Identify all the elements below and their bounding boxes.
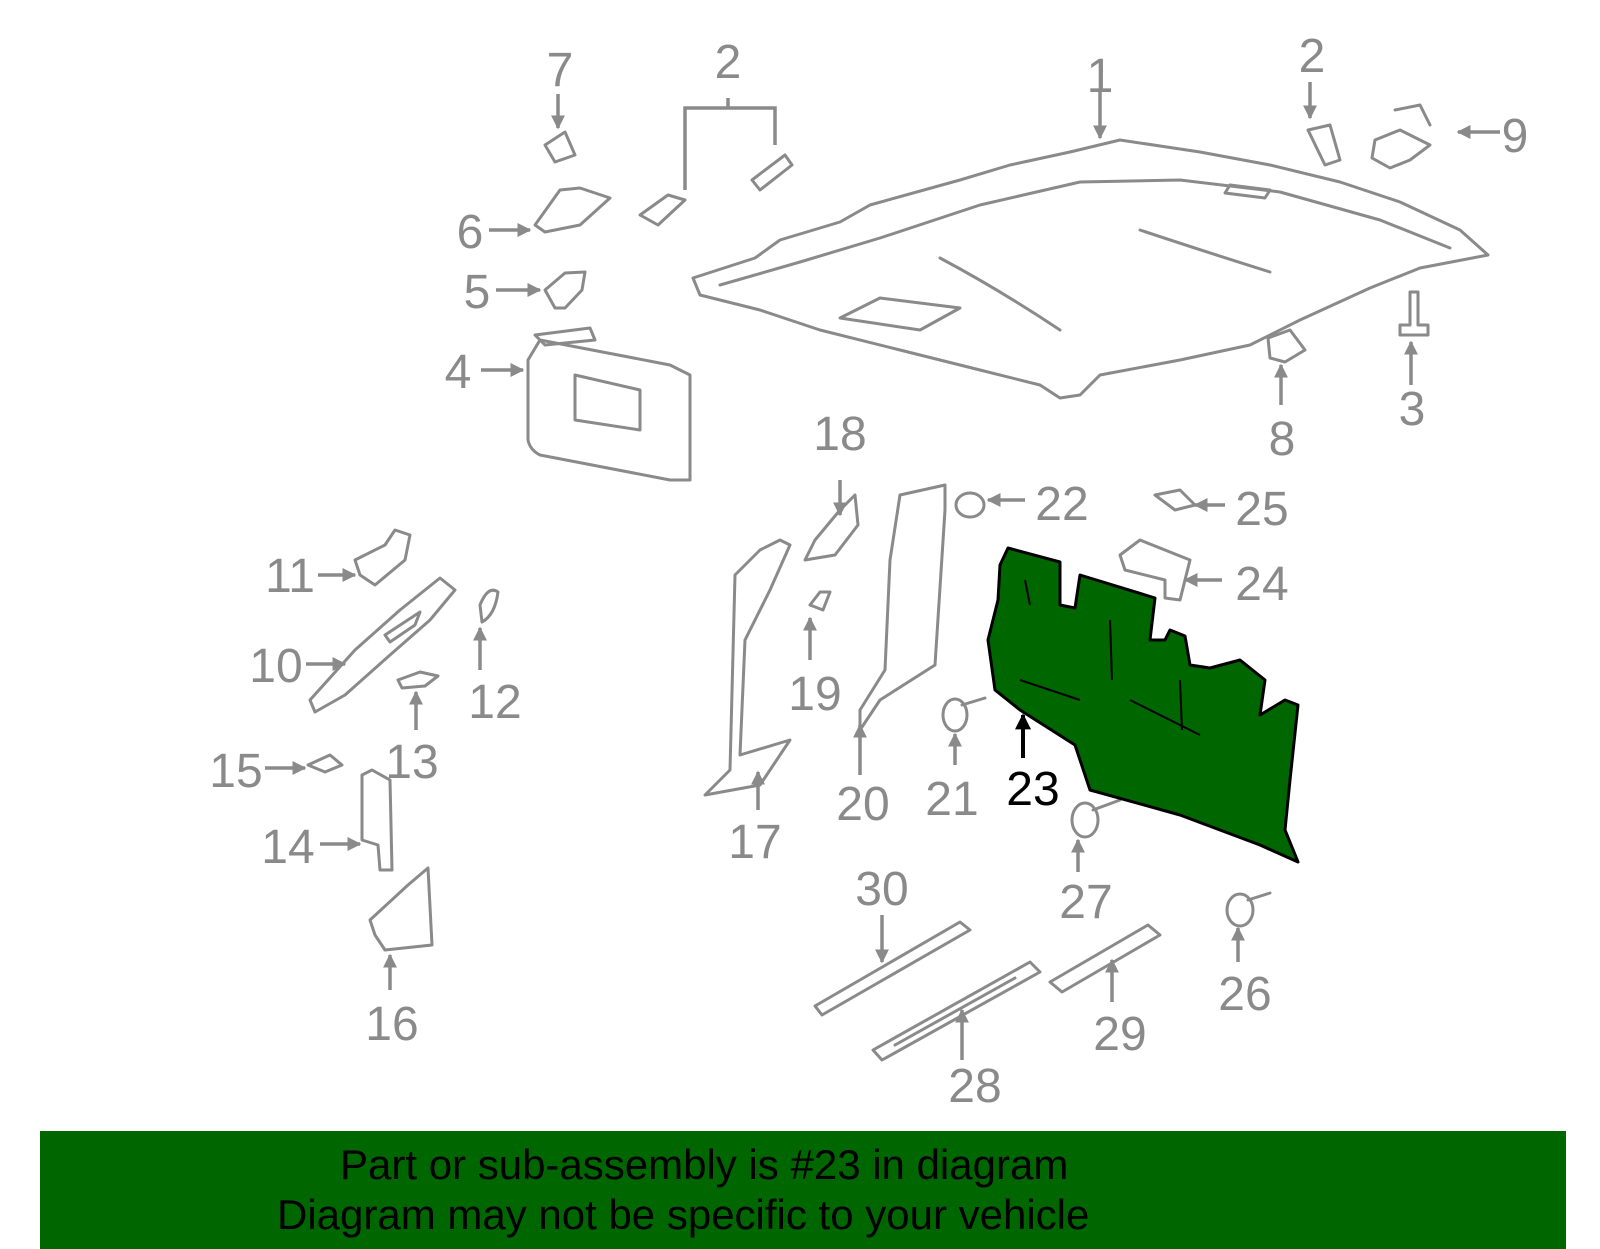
callout-11: 11 — [265, 550, 315, 603]
callout-13: 13 — [385, 736, 438, 789]
callout-17: 17 — [728, 816, 781, 869]
callout-19: 19 — [788, 668, 841, 721]
clip-13 — [396, 670, 440, 690]
callout-8: 8 — [1269, 413, 1296, 466]
bracket-6 — [533, 186, 612, 234]
push-pin-27 — [1070, 798, 1122, 839]
callout-28: 28 — [948, 1060, 1001, 1113]
callout-4: 4 — [445, 346, 472, 399]
clip-25 — [1153, 488, 1197, 512]
callout-3: 3 — [1399, 383, 1426, 436]
callout-24: 24 — [1235, 558, 1288, 611]
headliner-part — [691, 138, 1490, 400]
callout-2-left: 2 — [715, 36, 742, 89]
callout-12: 12 — [468, 676, 521, 729]
callout-23: 23 — [1006, 763, 1059, 816]
panel-14 — [360, 768, 394, 872]
clip-15 — [306, 753, 344, 774]
sill-29 — [1048, 923, 1162, 994]
callout-25: 25 — [1235, 483, 1288, 536]
retainer-clip-2c — [1306, 123, 1342, 167]
callout-9: 9 — [1502, 110, 1529, 163]
callout-5: 5 — [464, 266, 491, 319]
callout-21: 21 — [925, 773, 978, 826]
clip-8 — [1266, 328, 1307, 364]
callout-14: 14 — [261, 821, 314, 874]
callout-26: 26 — [1218, 968, 1271, 1021]
handle-11 — [353, 528, 412, 587]
sunvisor-4 — [526, 326, 692, 482]
push-pin-26 — [1225, 891, 1272, 928]
callout-10: 10 — [249, 640, 302, 693]
pillar-20 — [858, 483, 947, 732]
clip-19 — [808, 590, 832, 612]
callout-2-right: 2 — [1299, 30, 1326, 83]
clip-7 — [543, 130, 577, 164]
clip-12 — [478, 588, 500, 624]
callout-15: 15 — [209, 745, 262, 798]
pin-3 — [1398, 290, 1430, 337]
trim-10 — [308, 576, 457, 714]
sill-plate-30 — [813, 920, 972, 1017]
callout-16: 16 — [365, 998, 418, 1051]
push-pin-21 — [941, 696, 987, 733]
bracket-9 — [1370, 103, 1432, 170]
trim-18 — [803, 493, 860, 562]
callout-30: 30 — [855, 863, 908, 916]
retainer-clip-2b — [750, 153, 794, 192]
callout-22: 22 — [1035, 478, 1088, 531]
callout-6: 6 — [457, 206, 484, 259]
clip-22 — [954, 491, 986, 519]
callout-20: 20 — [836, 778, 889, 831]
bracket-24 — [1118, 538, 1192, 602]
callout-18: 18 — [813, 408, 866, 461]
scuff-plate-28 — [871, 960, 1042, 1062]
back-panel-23 — [986, 546, 1300, 864]
callout-1: 1 — [1087, 50, 1114, 103]
pillar-17 — [703, 538, 792, 797]
info-banner: Part or sub-assembly is #23 in diagram D… — [40, 1131, 1566, 1249]
retainer-clip-2a — [638, 193, 687, 227]
banner-line-part: Part or sub-assembly is #23 in diagram — [340, 1141, 1069, 1188]
clip-5 — [543, 270, 587, 310]
trim-16 — [368, 866, 434, 952]
banner-line-disclaimer: Diagram may not be specific to your vehi… — [277, 1191, 1090, 1238]
callout-29: 29 — [1093, 1008, 1146, 1061]
callout-27: 27 — [1059, 876, 1112, 929]
callout-7: 7 — [547, 44, 574, 97]
